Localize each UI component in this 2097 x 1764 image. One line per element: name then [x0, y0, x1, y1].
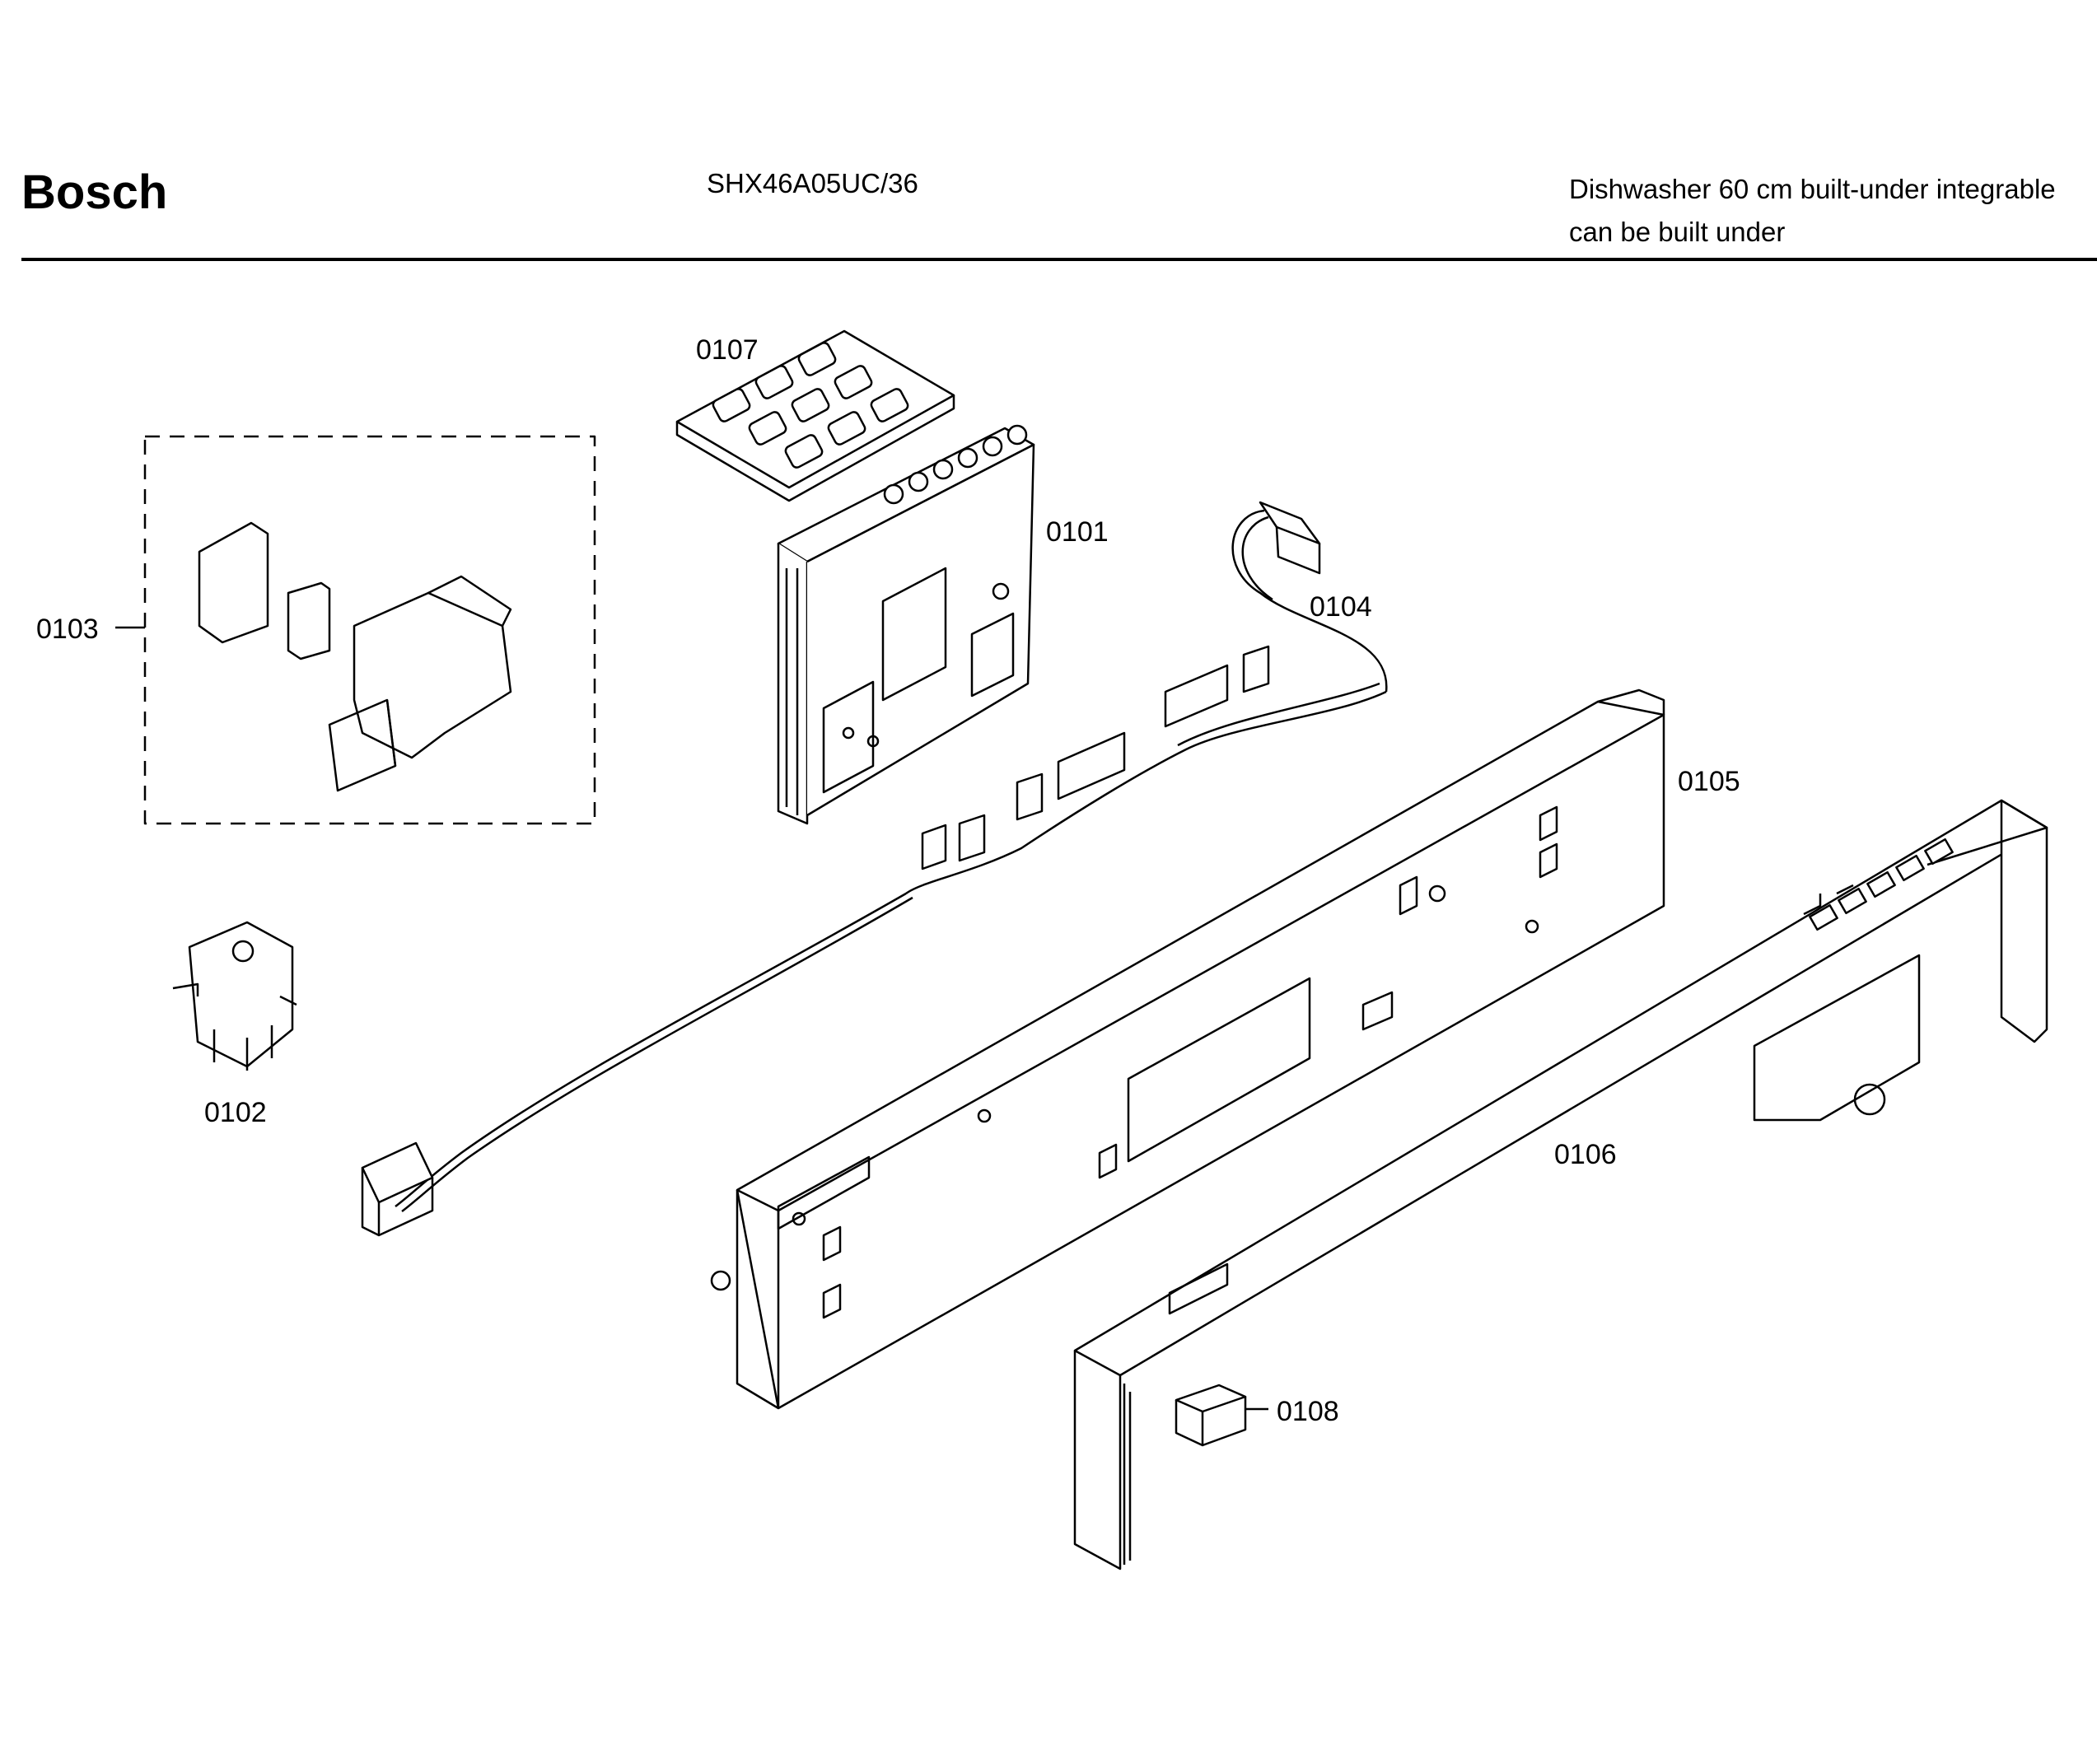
description-line-1: Dishwasher 60 cm built-under integrable [1569, 174, 2056, 204]
part-0107-keypad-membrane[interactable] [675, 329, 955, 502]
label-0102: 0102 [204, 1097, 267, 1128]
model-number: SHX46A05UC/36 [707, 168, 918, 198]
label-0106: 0106 [1554, 1139, 1617, 1170]
product-description: Dishwasher 60 cm built-under integrable … [1569, 168, 2056, 254]
part-0108-clip[interactable] [1175, 1384, 1247, 1447]
label-0104: 0104 [1310, 591, 1372, 623]
description-line-2: can be built under [1569, 217, 1786, 247]
header-divider [21, 258, 2097, 261]
part-0102-valve[interactable] [172, 921, 297, 1071]
label-0108: 0108 [1277, 1396, 1339, 1427]
label-0103: 0103 [36, 614, 99, 645]
part-0104-wiring-harness[interactable] [361, 501, 1388, 1237]
label-0101: 0101 [1046, 516, 1109, 548]
label-0105: 0105 [1678, 766, 1740, 797]
part-0101-control-module[interactable] [777, 424, 1035, 825]
part-0106-fascia-trim[interactable] [1073, 799, 2048, 1570]
callout-leaders [115, 626, 1268, 1411]
part-0103-assembly-group[interactable] [143, 435, 596, 825]
page-header: Bosch SHX46A05UC/36 Dishwasher 60 cm bui… [0, 0, 2097, 272]
part-0105-inner-panel[interactable] [710, 688, 1665, 1410]
label-0107: 0107 [696, 334, 759, 366]
brand-title: Bosch [21, 166, 168, 219]
